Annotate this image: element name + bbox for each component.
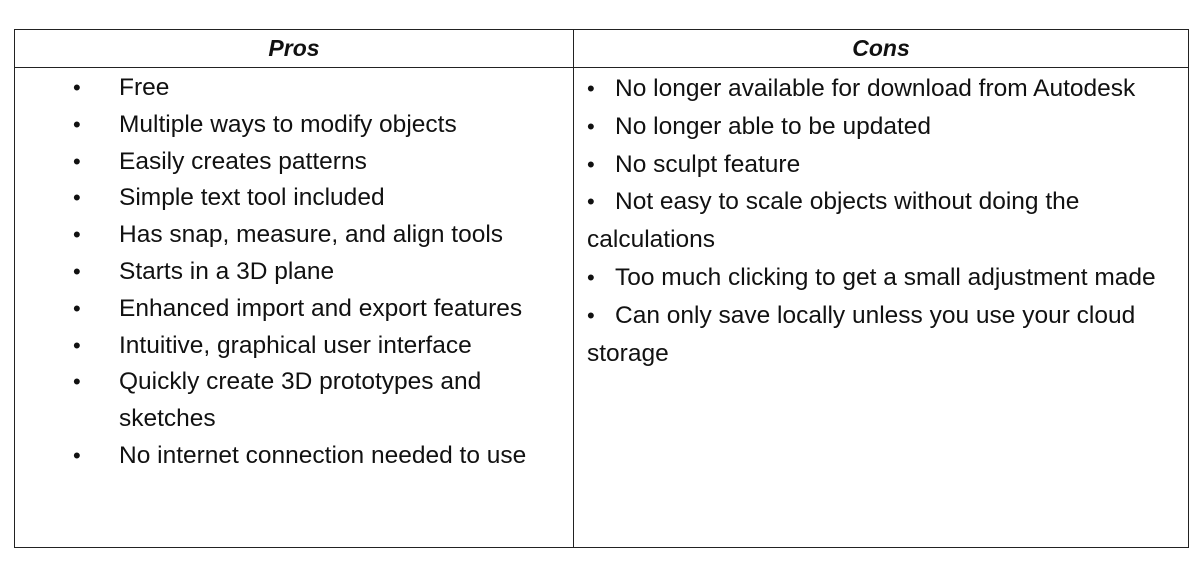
cons-item-text: Not easy to scale objects without doing … bbox=[587, 188, 1080, 254]
bullet-icon: • bbox=[587, 302, 595, 328]
bullet-icon: • bbox=[73, 258, 81, 284]
cons-item-text: Too much clicking to get a small adjustm… bbox=[615, 263, 1156, 291]
cons-header: Cons bbox=[852, 35, 910, 61]
pros-item-text: Starts in a 3D plane bbox=[119, 257, 335, 285]
pros-item: • Intuitive, graphical user interface bbox=[15, 328, 573, 365]
bullet-icon: • bbox=[73, 111, 81, 137]
pros-item-text: Multiple ways to modify objects bbox=[119, 110, 457, 138]
bullet-icon: • bbox=[73, 369, 81, 395]
header-divider bbox=[15, 67, 1188, 68]
bullet-icon: • bbox=[73, 295, 81, 321]
cons-item-text: No longer able to be updated bbox=[615, 112, 932, 140]
cons-item: • No longer able to be updated bbox=[587, 108, 1180, 146]
pros-item-text: Enhanced import and export features bbox=[119, 294, 523, 322]
bullet-icon: • bbox=[73, 442, 81, 468]
pros-item-text: Simple text tool included bbox=[119, 184, 385, 212]
pros-header: Pros bbox=[268, 35, 320, 61]
pros-item-text: Intuitive, graphical user interface bbox=[119, 331, 472, 359]
bullet-icon: • bbox=[587, 189, 595, 215]
pros-item: • Quickly create 3D prototypes and sketch… bbox=[15, 364, 573, 438]
pros-item-text: Has snap, measure, and align tools bbox=[119, 221, 504, 249]
pros-item-text: Free bbox=[119, 74, 170, 101]
column-divider bbox=[573, 30, 574, 547]
pros-item: • Enhanced import and export features bbox=[15, 291, 573, 328]
cons-item: •Not easy to scale objects without doing… bbox=[587, 183, 1180, 259]
bullet-icon: • bbox=[73, 332, 81, 358]
bullet-icon: • bbox=[73, 75, 81, 100]
cons-item: • No longer available for download from A… bbox=[587, 70, 1180, 108]
cons-item: • Too much clicking to get a small adjust… bbox=[587, 259, 1180, 297]
pros-item-text: Quickly create 3D prototypes and sketche… bbox=[119, 368, 482, 433]
pros-item: • No internet connection needed to use bbox=[15, 438, 573, 475]
bullet-icon: • bbox=[587, 264, 595, 290]
bullet-icon: • bbox=[73, 185, 81, 211]
pros-item: • Multiple ways to modify objects bbox=[15, 107, 573, 144]
cons-list: • No longer available for download from A… bbox=[587, 70, 1180, 372]
pros-list: • Free • Multiple ways to modify objects •… bbox=[15, 70, 573, 475]
pros-item: • Free bbox=[15, 70, 573, 107]
bullet-icon: • bbox=[587, 113, 595, 139]
pros-item-text: Easily creates patterns bbox=[119, 147, 367, 175]
pros-item-text: No internet connection needed to use bbox=[119, 441, 527, 469]
bullet-icon: • bbox=[73, 148, 81, 174]
pros-item: • Has snap, measure, and align tools bbox=[15, 217, 573, 254]
pros-item: • Starts in a 3D plane bbox=[15, 254, 573, 291]
cons-item-text: Can only save locally unless you use you… bbox=[587, 301, 1136, 367]
cons-item-text: No longer available for download from Au… bbox=[615, 75, 1136, 102]
bullet-icon: • bbox=[587, 151, 595, 177]
bullet-icon: • bbox=[73, 222, 81, 248]
cons-item-text: No sculpt feature bbox=[615, 150, 801, 178]
pros-item: • Easily creates patterns bbox=[15, 144, 573, 181]
cons-item: •Can only save locally unless you use yo… bbox=[587, 297, 1180, 373]
pros-item: • Simple text tool included bbox=[15, 180, 573, 217]
cons-item: • No sculpt feature bbox=[587, 146, 1180, 184]
pros-cons-table: Pros Cons • Free • Multiple ways to modify… bbox=[14, 29, 1189, 548]
bullet-icon: • bbox=[587, 76, 595, 101]
